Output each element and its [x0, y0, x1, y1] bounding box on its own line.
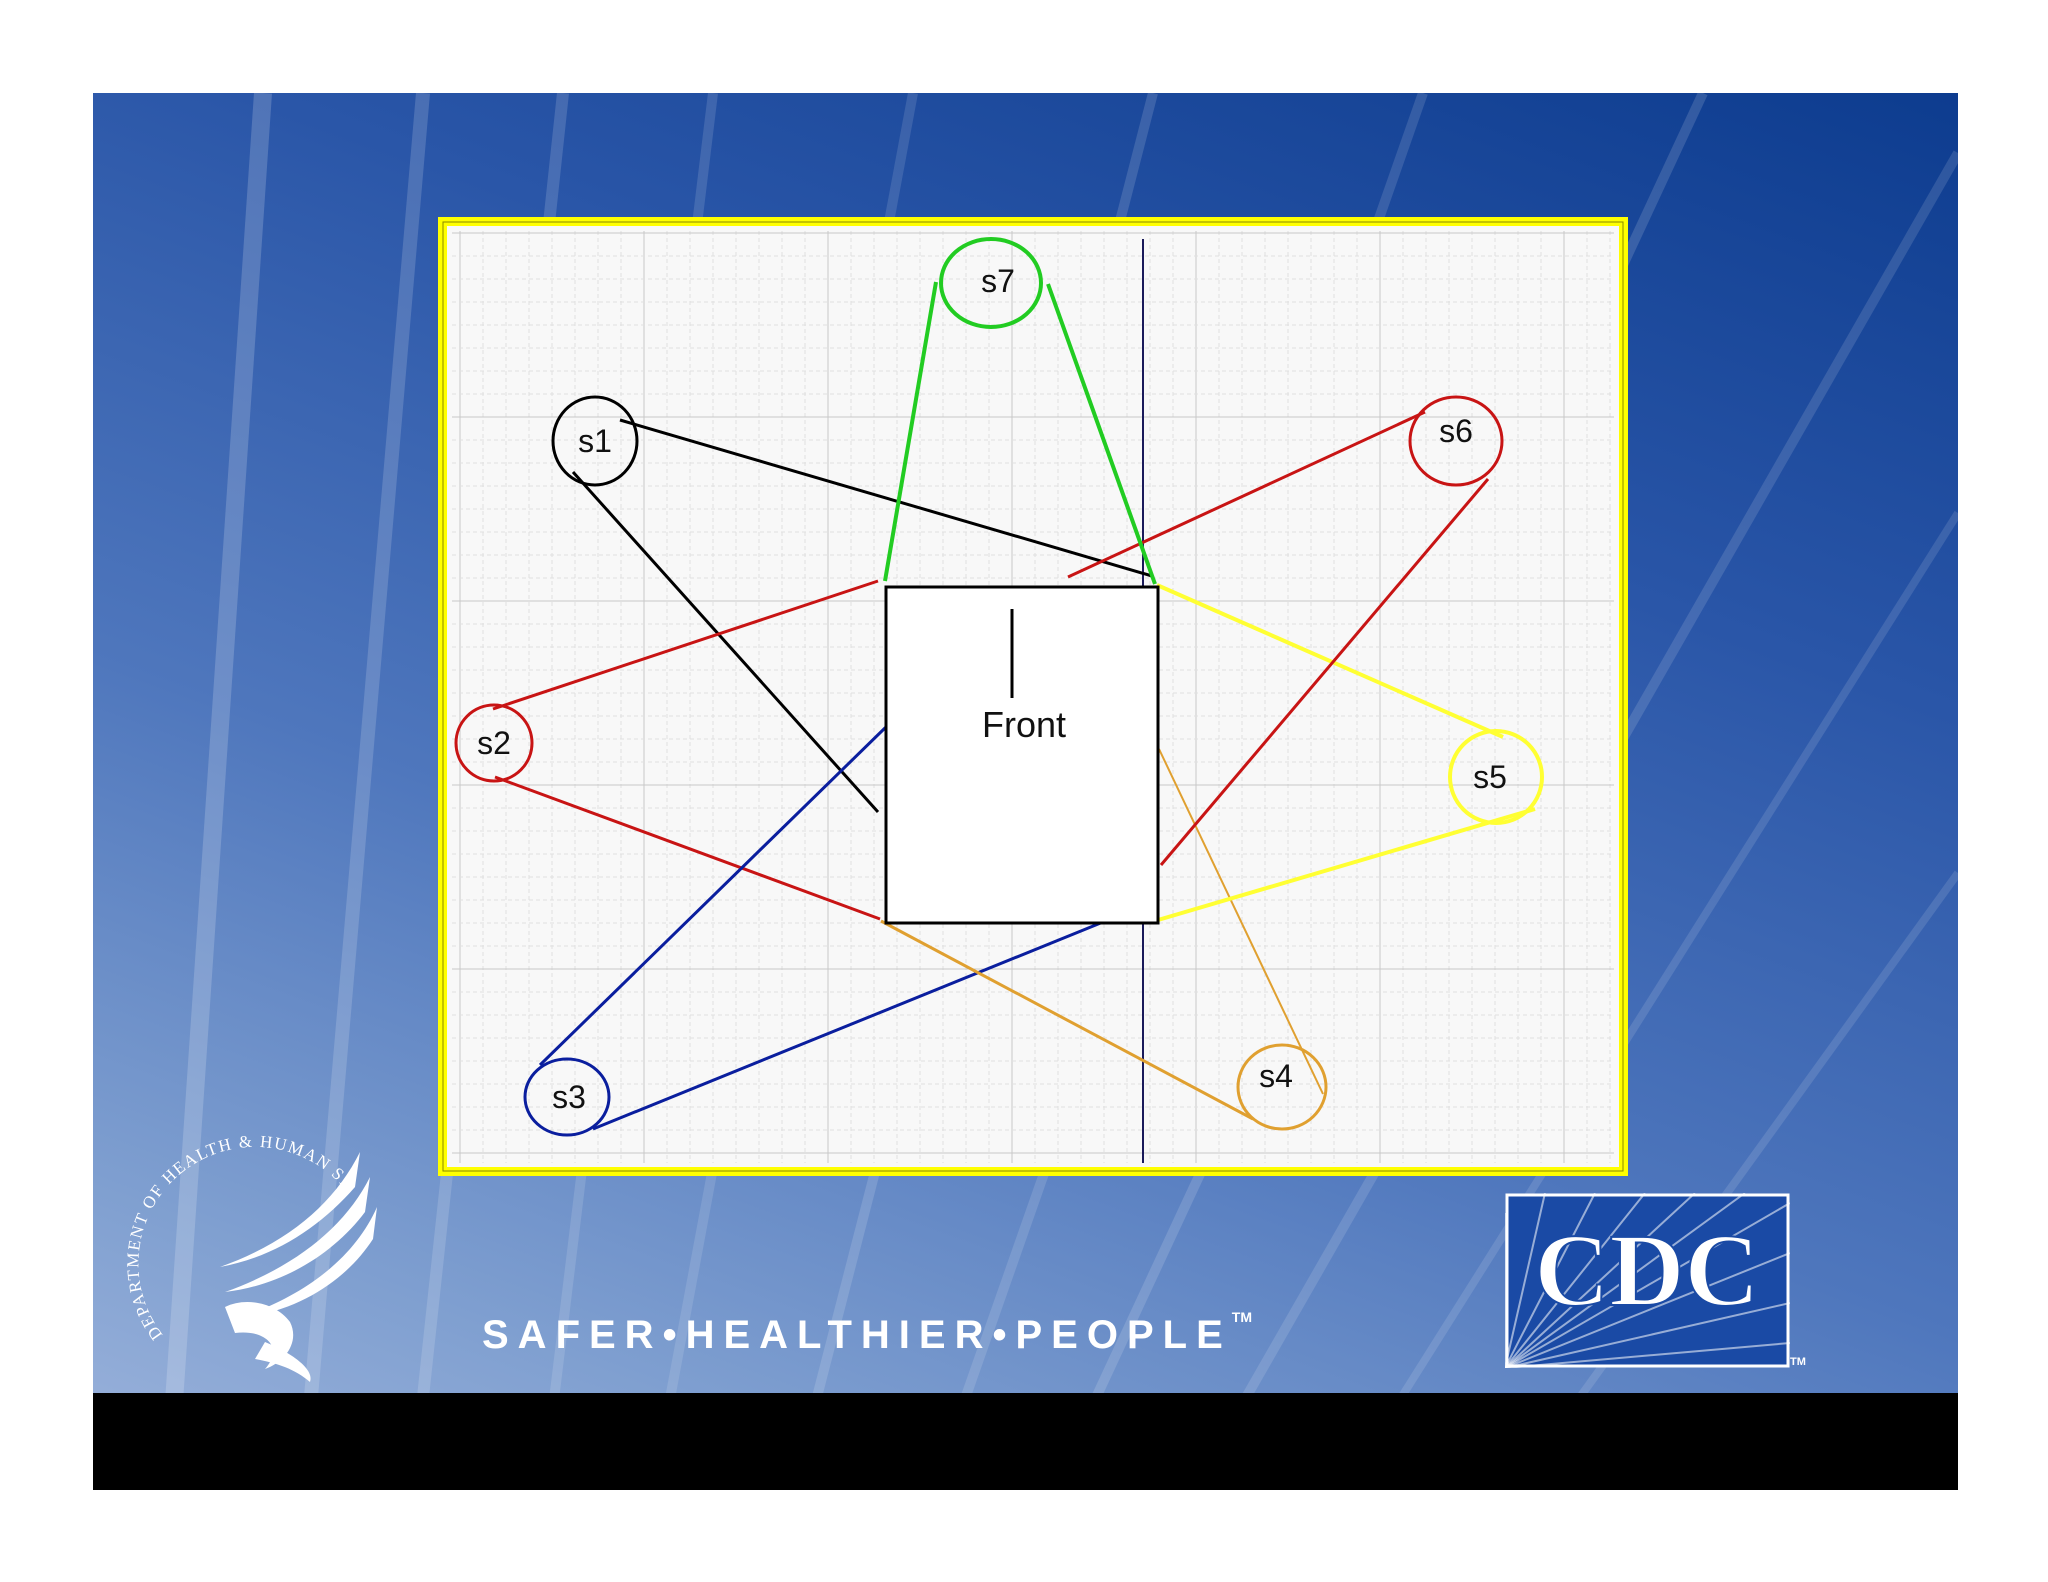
node-s2-circle	[454, 703, 534, 783]
s2-line-upper	[492, 579, 879, 711]
slogan: SAFER•HEALTHIER•PEOPLETM	[482, 1309, 1252, 1358]
s5-line-upper	[1156, 583, 1504, 739]
node-s5-circle	[1448, 729, 1544, 825]
node-s7-label: s7	[981, 263, 1015, 299]
node-s3-label: s3	[552, 1079, 586, 1115]
node-s7-circle	[939, 237, 1043, 329]
s7-line-right	[1046, 283, 1157, 585]
hhs-seal-logo: DEPARTMENT OF HEALTH & HUMAN SERVICES•US…	[115, 1107, 377, 1382]
front-box	[884, 585, 1160, 925]
slogan-text: SAFER•HEALTHIER•PEOPLE	[482, 1313, 1232, 1357]
s5-line-lower	[1157, 807, 1536, 922]
s4-line-left	[880, 919, 1254, 1121]
node-s5-label: s5	[1473, 759, 1507, 795]
s2-line-lower	[494, 775, 881, 921]
node-s1-circle	[551, 395, 639, 487]
s4-line-right	[1158, 748, 1324, 1095]
s7-line-left	[883, 281, 938, 582]
cdc-logo: CDC	[1505, 1193, 1790, 1368]
cdc-trademark: TM	[1790, 1356, 1806, 1368]
node-s6-circle	[1408, 395, 1504, 487]
node-s6-label: s6	[1439, 413, 1473, 449]
node-s3-circle	[523, 1057, 611, 1137]
node-s1-label: s1	[578, 423, 612, 459]
slogan-trademark: TM	[1231, 1309, 1252, 1325]
node-s4-circle	[1236, 1043, 1328, 1131]
eagle-icon	[220, 1152, 377, 1382]
node-s2-label: s2	[477, 725, 511, 761]
footer-bar	[93, 1393, 1958, 1490]
s1-line-lower	[571, 470, 880, 814]
s6-line-upper	[1067, 410, 1426, 579]
s3-line-upper	[538, 725, 888, 1067]
s3-line-lower	[592, 918, 1109, 1131]
s6-line-lower	[1159, 478, 1490, 866]
front-label: Front	[982, 704, 1066, 745]
cdc-logo-text: CDC	[1534, 1213, 1759, 1328]
s1-line-upper	[619, 418, 1153, 578]
node-s4-label: s4	[1259, 1058, 1293, 1094]
speaker-diagram: Front s1 s2 s3 s4 s5 s6 s7	[438, 217, 1628, 1176]
